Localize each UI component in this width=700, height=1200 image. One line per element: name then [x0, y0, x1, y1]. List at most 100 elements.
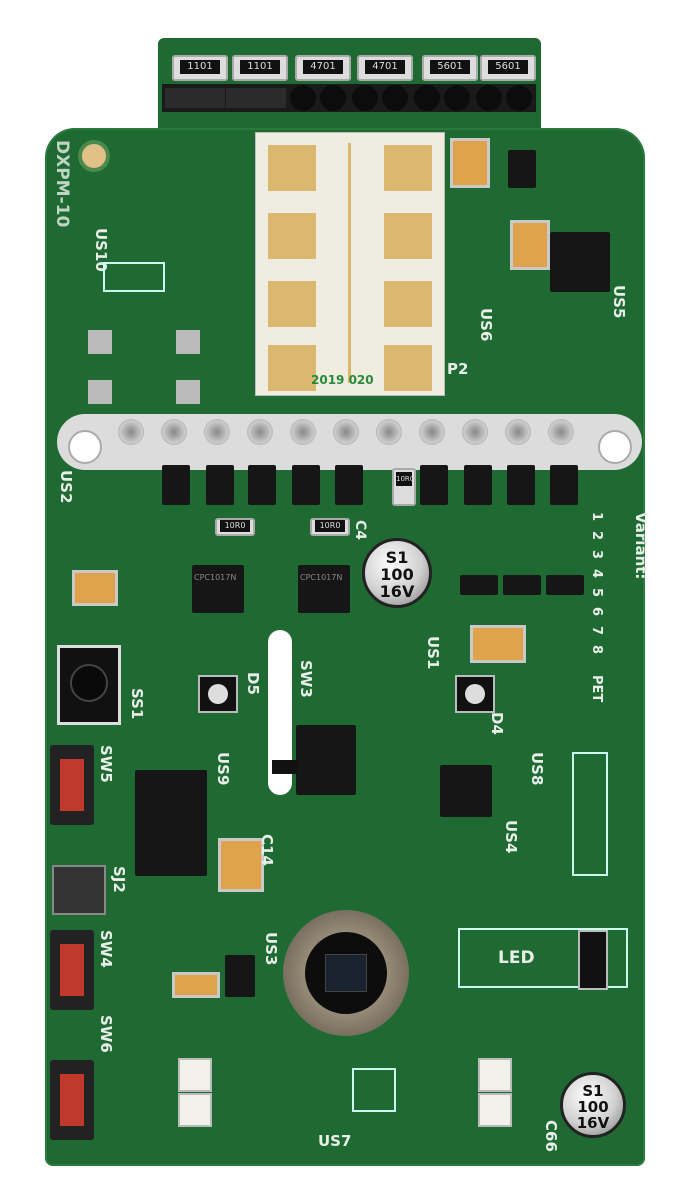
- label-c4: C4: [352, 520, 368, 541]
- radar-antenna-module: 2019 020: [255, 132, 445, 396]
- tantalum-capacitor: [172, 972, 220, 998]
- resistor-code: 1101: [180, 60, 220, 74]
- antenna-patch: [384, 281, 432, 327]
- resistor: 4701: [357, 55, 413, 81]
- transistor: [503, 575, 541, 595]
- diode: [248, 465, 276, 505]
- model-silkscreen: DXPM-10: [52, 140, 72, 228]
- white-led: [178, 1058, 212, 1092]
- transistor: [546, 575, 584, 595]
- diode: [206, 465, 234, 505]
- resistor-code: 10R0: [396, 472, 414, 486]
- photodiode-d5: [198, 675, 238, 713]
- solder-pin: [333, 419, 359, 445]
- jumper[interactable]: [578, 930, 608, 990]
- solder-pin: [548, 419, 574, 445]
- switch-lever[interactable]: [272, 760, 298, 774]
- capacitor-text: 100: [577, 1098, 609, 1116]
- header-pin: [414, 85, 440, 111]
- capacitor-text: S1: [385, 548, 409, 567]
- label-c14: C14: [258, 834, 276, 866]
- smd-pad: [88, 380, 112, 404]
- tantalum-capacitor: [470, 625, 526, 663]
- smd-pad: [176, 330, 200, 354]
- white-led: [478, 1058, 512, 1092]
- switch-sw6[interactable]: [50, 1060, 94, 1140]
- label-us9: US9: [214, 752, 232, 786]
- antenna-patch: [268, 281, 316, 327]
- variant-option: PET: [589, 675, 604, 703]
- header-pin: [506, 85, 532, 111]
- electrolytic-capacitor: S1 100 16V: [362, 538, 432, 608]
- diode: [550, 465, 578, 505]
- label-d4: D4: [488, 712, 506, 735]
- smd-pad: [176, 380, 200, 404]
- diode: [420, 465, 448, 505]
- slide-switch[interactable]: [296, 725, 356, 795]
- label-sw5: SW5: [97, 745, 115, 783]
- antenna-patch: [384, 213, 432, 259]
- label-us4: US4: [502, 820, 520, 854]
- capacitor-text: 16V: [576, 1114, 610, 1132]
- ic-footprint: [103, 262, 165, 292]
- header-pin: [290, 85, 316, 111]
- switch-sw5[interactable]: [50, 745, 94, 825]
- label-us3: US3: [262, 932, 280, 966]
- label-p2: P2: [447, 360, 469, 378]
- electrolytic-capacitor: S1 100 16V: [560, 1072, 626, 1138]
- resistor-code: 4701: [365, 60, 405, 74]
- label-sj2: SJ2: [110, 866, 128, 893]
- label-us2: US2: [57, 470, 75, 504]
- header-pin: [320, 85, 346, 111]
- header-pin: [352, 85, 378, 111]
- resistor-code: 4701: [303, 60, 343, 74]
- feed-line: [348, 143, 351, 383]
- diode: [507, 465, 535, 505]
- switch-sw4[interactable]: [50, 930, 94, 1010]
- solder-pin: [419, 419, 445, 445]
- resistor: 10R0: [215, 518, 255, 536]
- capacitor-text: S1: [582, 1082, 604, 1100]
- relay-chip: CPC1017N: [192, 565, 244, 613]
- label-us5: US5: [610, 285, 628, 319]
- header-pin: [476, 85, 502, 111]
- white-led: [478, 1093, 512, 1127]
- date-code: 2019 020: [311, 373, 374, 387]
- header-pin: [382, 85, 408, 111]
- variant-title: Variant:: [632, 512, 650, 580]
- resistor: 10R0: [392, 468, 416, 506]
- solder-pin: [247, 419, 273, 445]
- antenna-patch: [268, 213, 316, 259]
- smd-pad: [88, 330, 112, 354]
- tantalum-capacitor: [218, 838, 264, 892]
- label-c66: C66: [542, 1120, 560, 1152]
- resistor-code: 10R0: [220, 520, 250, 532]
- ic-footprint: [572, 752, 608, 876]
- ic-chip: [225, 955, 255, 997]
- label-us1: US1: [424, 636, 442, 670]
- label-sw4: SW4: [97, 930, 115, 968]
- resistor: 4701: [295, 55, 351, 81]
- ic-us4: [440, 765, 492, 817]
- resistor-code: 1101: [240, 60, 280, 74]
- variant-list: 1 2 3 4 5 6 7 8 PET: [588, 512, 612, 702]
- tantalum-capacitor: [72, 570, 118, 606]
- tactile-button-ss1[interactable]: [57, 645, 121, 725]
- antenna-patch: [268, 345, 316, 391]
- ic-chip: [550, 232, 610, 292]
- diode: [292, 465, 320, 505]
- chip-marking: CPC1017N: [300, 573, 343, 582]
- resistor: 10R0: [310, 518, 350, 536]
- resistor: 1101: [232, 55, 288, 81]
- transistor: [460, 575, 498, 595]
- resistor: 5601: [480, 55, 536, 81]
- antenna-patch: [268, 145, 316, 191]
- jumper: [226, 88, 286, 108]
- tantalum-capacitor: [510, 220, 550, 270]
- chip-marking: CPC1017N: [194, 573, 237, 582]
- pir-sensor: [283, 910, 409, 1036]
- solder-pin: [204, 419, 230, 445]
- solder-pin: [462, 419, 488, 445]
- resistor-code: 10R0: [315, 520, 345, 532]
- label-sw3: SW3: [297, 660, 315, 698]
